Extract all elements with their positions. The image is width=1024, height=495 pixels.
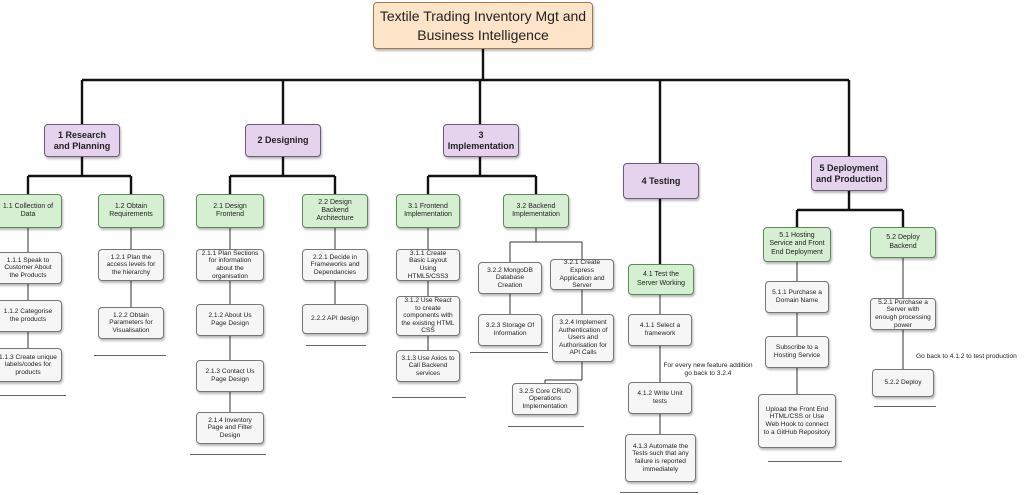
underline-branch-5-1 <box>768 461 842 462</box>
node-1-1: 1.1 Collection of Data <box>0 194 62 228</box>
task-3-1-3: 3.1.3 Use Axios to Call Backend services <box>396 350 460 382</box>
task-2-1-3: 2.1.3 Contact Us Page Design <box>196 360 264 392</box>
node-3-1: 3.1 Frontend Implementation <box>396 194 460 228</box>
phase-testing: 4 Testing <box>623 163 699 199</box>
p2-branch <box>228 157 337 194</box>
phase-deployment-production: 5 Deployment and Production <box>811 156 887 191</box>
node-2-1: 2.1 Design Frontend <box>196 194 264 228</box>
task-4-1-3: 4.1.3 Automate the Tests such that any f… <box>625 434 696 482</box>
task-2-2-2: 2.2.2 API design <box>302 304 368 334</box>
task-3-2-4: 3.2.4 Implement Authentication of Users … <box>552 314 614 362</box>
note-test-production: Go back to 4.1.2 to test production <box>916 353 1017 360</box>
task-3-1-2: 3.1.2 Use React to create components wit… <box>396 296 460 336</box>
underline-branch-2-2 <box>306 345 366 346</box>
task-2-2-1: 2.2.1 Decide in Frameworks and Dependanc… <box>302 249 368 281</box>
node-5-1: 5.1 Hosting Service and Front End Deploy… <box>763 227 831 262</box>
node-1-2: 1.2 Obtain Requirements <box>98 194 164 228</box>
task-4-1-1: 4.1.1 Select a framework <box>628 314 692 346</box>
note-feature-addition: For every new feature addition go back t… <box>663 362 753 377</box>
task-3-2-2: 3.2.2 MongoDB Database Creation <box>478 262 542 294</box>
p1-branch <box>26 157 133 194</box>
task-5-1-1: 5.1.1 Purchase a Domain Name <box>765 281 829 313</box>
underline-branch-3-2b <box>508 426 584 427</box>
underline-branch-3-2a <box>470 352 548 353</box>
task-1-1-3: 1.1.3 Create unique labels/codes for pro… <box>0 348 62 382</box>
underline-branch-5-2 <box>874 406 936 407</box>
node-2-2: 2.2 Design Backend Architecture <box>302 194 368 228</box>
task-3-2-5: 3.2.5 Core CRUD Operations Implementatio… <box>512 383 578 415</box>
underline-branch-2-1 <box>190 454 266 455</box>
task-1-1-2: 1.1.2 Categorise the products <box>0 300 62 332</box>
phase-research-planning: 1 Research and Planning <box>44 124 120 157</box>
task-3-1-1: 3.1.1 Create Basic Layout Using HTML5/CS… <box>396 249 460 281</box>
underline-branch-1-2 <box>94 355 166 356</box>
underline-branch-4 <box>620 492 698 493</box>
p5-branch <box>795 191 905 227</box>
task-2-1-1: 2.1.1 Plan Sections for information abou… <box>196 249 264 281</box>
task-5-1-2: Subscribe to a Hosting Service <box>765 336 829 368</box>
task-5-2-1: 5.2.1 Purchase a Server with enough proc… <box>870 298 936 330</box>
task-4-1-2: 4.1.2 Write Unit tests <box>628 382 692 414</box>
task-5-2-2: 5.2.2 Deploy <box>872 369 934 397</box>
task-3-2-3: 3.2.3 Storage Of Information <box>478 314 542 346</box>
task-2-1-4: 2.1.4 Inventory Page and Filter Design <box>196 412 264 444</box>
phase-designing: 2 Designing <box>245 124 321 157</box>
underline-branch-1-1 <box>0 395 66 396</box>
node-3-2: 3.2 Backend Implementation <box>503 194 569 228</box>
task-2-1-2: 2.1.2 About Us Page Design <box>196 304 264 336</box>
task-5-1-3: Upload the Front End HTML/CSS or Use Web… <box>758 394 836 448</box>
task-3-2-1: 3.2.1 Create Express Application and Ser… <box>550 259 614 290</box>
root-node: Textile Trading Inventory Mgt and Busine… <box>373 2 593 49</box>
underline-branch-3-1 <box>392 397 466 398</box>
task-1-2-2: 1.2.2 Obtain Parameters for Visualisatio… <box>98 307 164 339</box>
p3-branch <box>426 157 538 194</box>
phase-implementation: 3 Implementation <box>443 124 519 157</box>
node-5-2: 5.2 Deploy Backend <box>870 227 936 258</box>
task-1-2-1: 1.2.1 Plan the access levels for the hie… <box>98 249 164 281</box>
node-4-1: 4.1 Test the Server Working <box>628 264 694 295</box>
task-1-1-1: 1.1.1 Speak to Customer About the Produc… <box>0 252 62 284</box>
